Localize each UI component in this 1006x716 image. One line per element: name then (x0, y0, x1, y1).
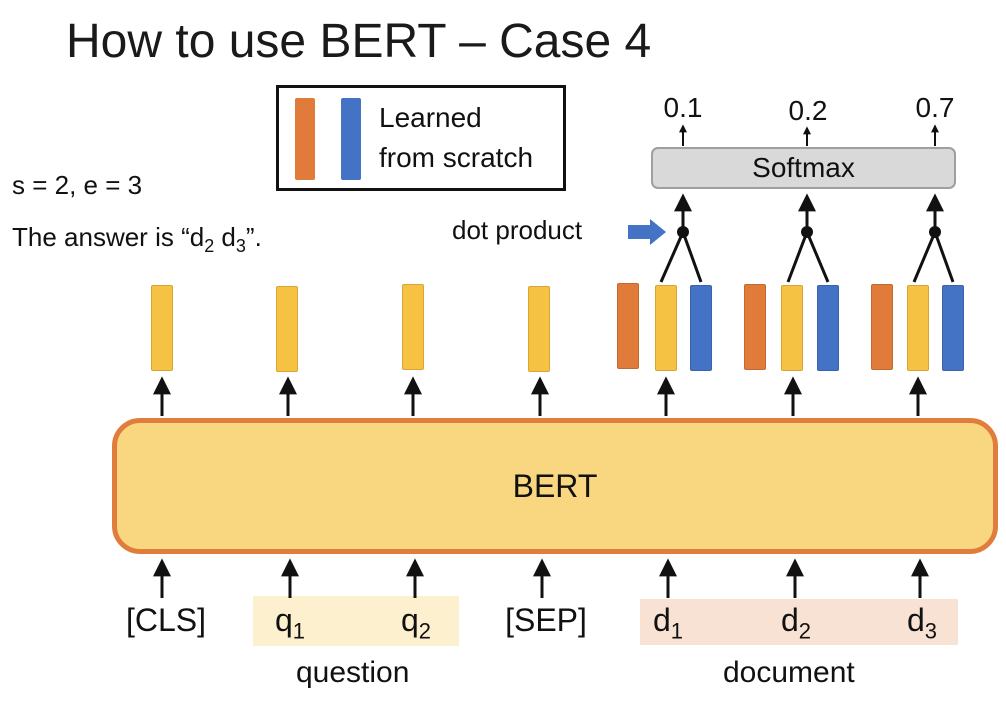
end-vector-2 (817, 285, 839, 371)
document-group-label: document (723, 656, 855, 689)
legend-blue-vector (341, 98, 361, 180)
output-vector-d2 (781, 285, 803, 371)
probability-d1: 0.1 (663, 92, 703, 123)
bert-model: BERT (112, 418, 998, 554)
output-arrows (153, 376, 927, 416)
start-vector-3 (871, 284, 893, 370)
legend-line-1: Learned (379, 102, 482, 133)
question-highlight (253, 596, 459, 646)
question-group-label: question (296, 656, 410, 689)
legend-orange-vector (295, 98, 315, 180)
probability-d2: 0.2 (788, 95, 828, 126)
document-highlight (640, 599, 958, 645)
legend-box: Learned from scratch (276, 85, 566, 191)
dot-product-lines (659, 124, 955, 283)
end-vector-1 (690, 285, 712, 371)
dot-product-label: dot product (452, 215, 583, 245)
token-d2: d2 (780, 602, 812, 644)
dot-product-pointer-icon (628, 219, 666, 245)
output-vector-q1 (276, 286, 298, 372)
answer-params: s = 2, e = 3 (12, 170, 143, 200)
answer-text: The answer is “d2 d3”. (12, 222, 262, 257)
end-vector-3 (942, 285, 964, 371)
probability-d3: 0.7 (915, 92, 955, 123)
output-vector-d3 (907, 285, 929, 371)
output-vector-cls (151, 285, 173, 371)
start-vector-1 (617, 283, 639, 369)
input-arrows (153, 558, 929, 598)
output-vector-q2 (402, 284, 424, 370)
token-sep: [SEP] (505, 602, 587, 638)
output-vector-sep (528, 286, 550, 372)
dot-product-nodes (677, 226, 941, 238)
slide-title: How to use BERT – Case 4 (66, 15, 652, 68)
output-vector-d1 (655, 285, 677, 371)
token-d1: d1 (652, 602, 684, 644)
legend-line-2: from scratch (379, 142, 534, 173)
token-d3: d3 (906, 602, 938, 644)
start-vector-2 (744, 284, 766, 370)
token-cls: [CLS] (125, 602, 207, 638)
softmax-layer: Softmax (651, 147, 956, 189)
token-q1: q1 (274, 602, 306, 644)
token-q2: q2 (400, 602, 432, 644)
